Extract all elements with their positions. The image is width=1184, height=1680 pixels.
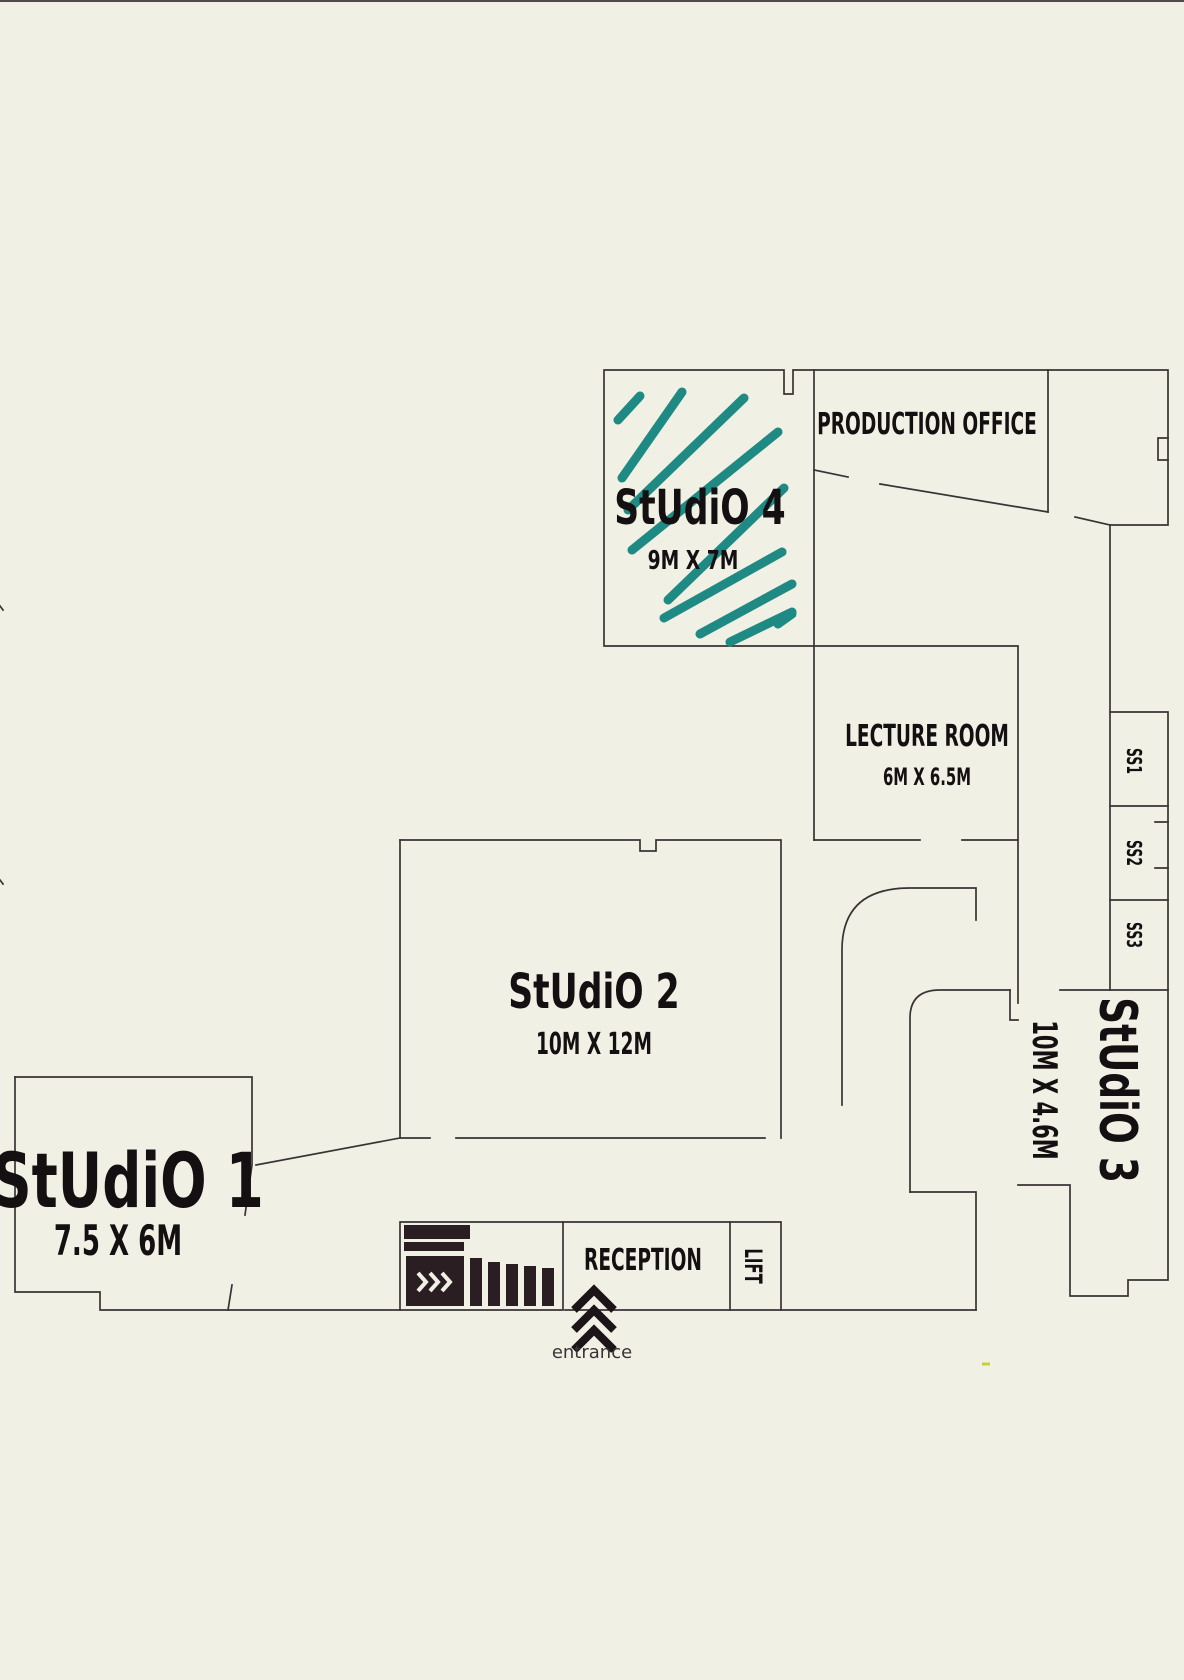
room-labels: StUdiO 4 9M X 7M PRODUCTION OFFICE LECTU… [0,406,1148,1363]
studio4-size: 9M X 7M [648,546,739,576]
studio3-name: StUdiO 3 [1087,997,1148,1183]
entrance-label: entrance [552,1342,632,1363]
studio1-size: 7.5 X 6M [54,1218,182,1266]
walls [0,0,1184,1311]
studio1-name: StUdiO 1 [0,1137,264,1225]
entrance-arrow-icon [571,1284,617,1353]
studio4-highlight-hatch [613,387,797,647]
lecture-room-name: LECTURE ROOM [845,718,1009,753]
reception-name: RECEPTION [584,1242,702,1277]
lift-name: LIFT [739,1248,768,1284]
stairs-icon [404,1225,554,1306]
ss1-name: SS1 [1122,748,1145,774]
ss2-name: SS2 [1122,840,1145,866]
ss3-name: SS3 [1122,922,1145,948]
studio2-name: StUdiO 2 [508,963,679,1019]
production-office-name: PRODUCTION OFFICE [817,406,1037,441]
lecture-room-size: 6M X 6.5M [883,762,971,791]
studio4-name: StUdiO 4 [614,479,785,535]
studio3-size: 10M X 4.6M [1025,1020,1065,1159]
studio2-size: 10M X 12M [536,1026,652,1061]
